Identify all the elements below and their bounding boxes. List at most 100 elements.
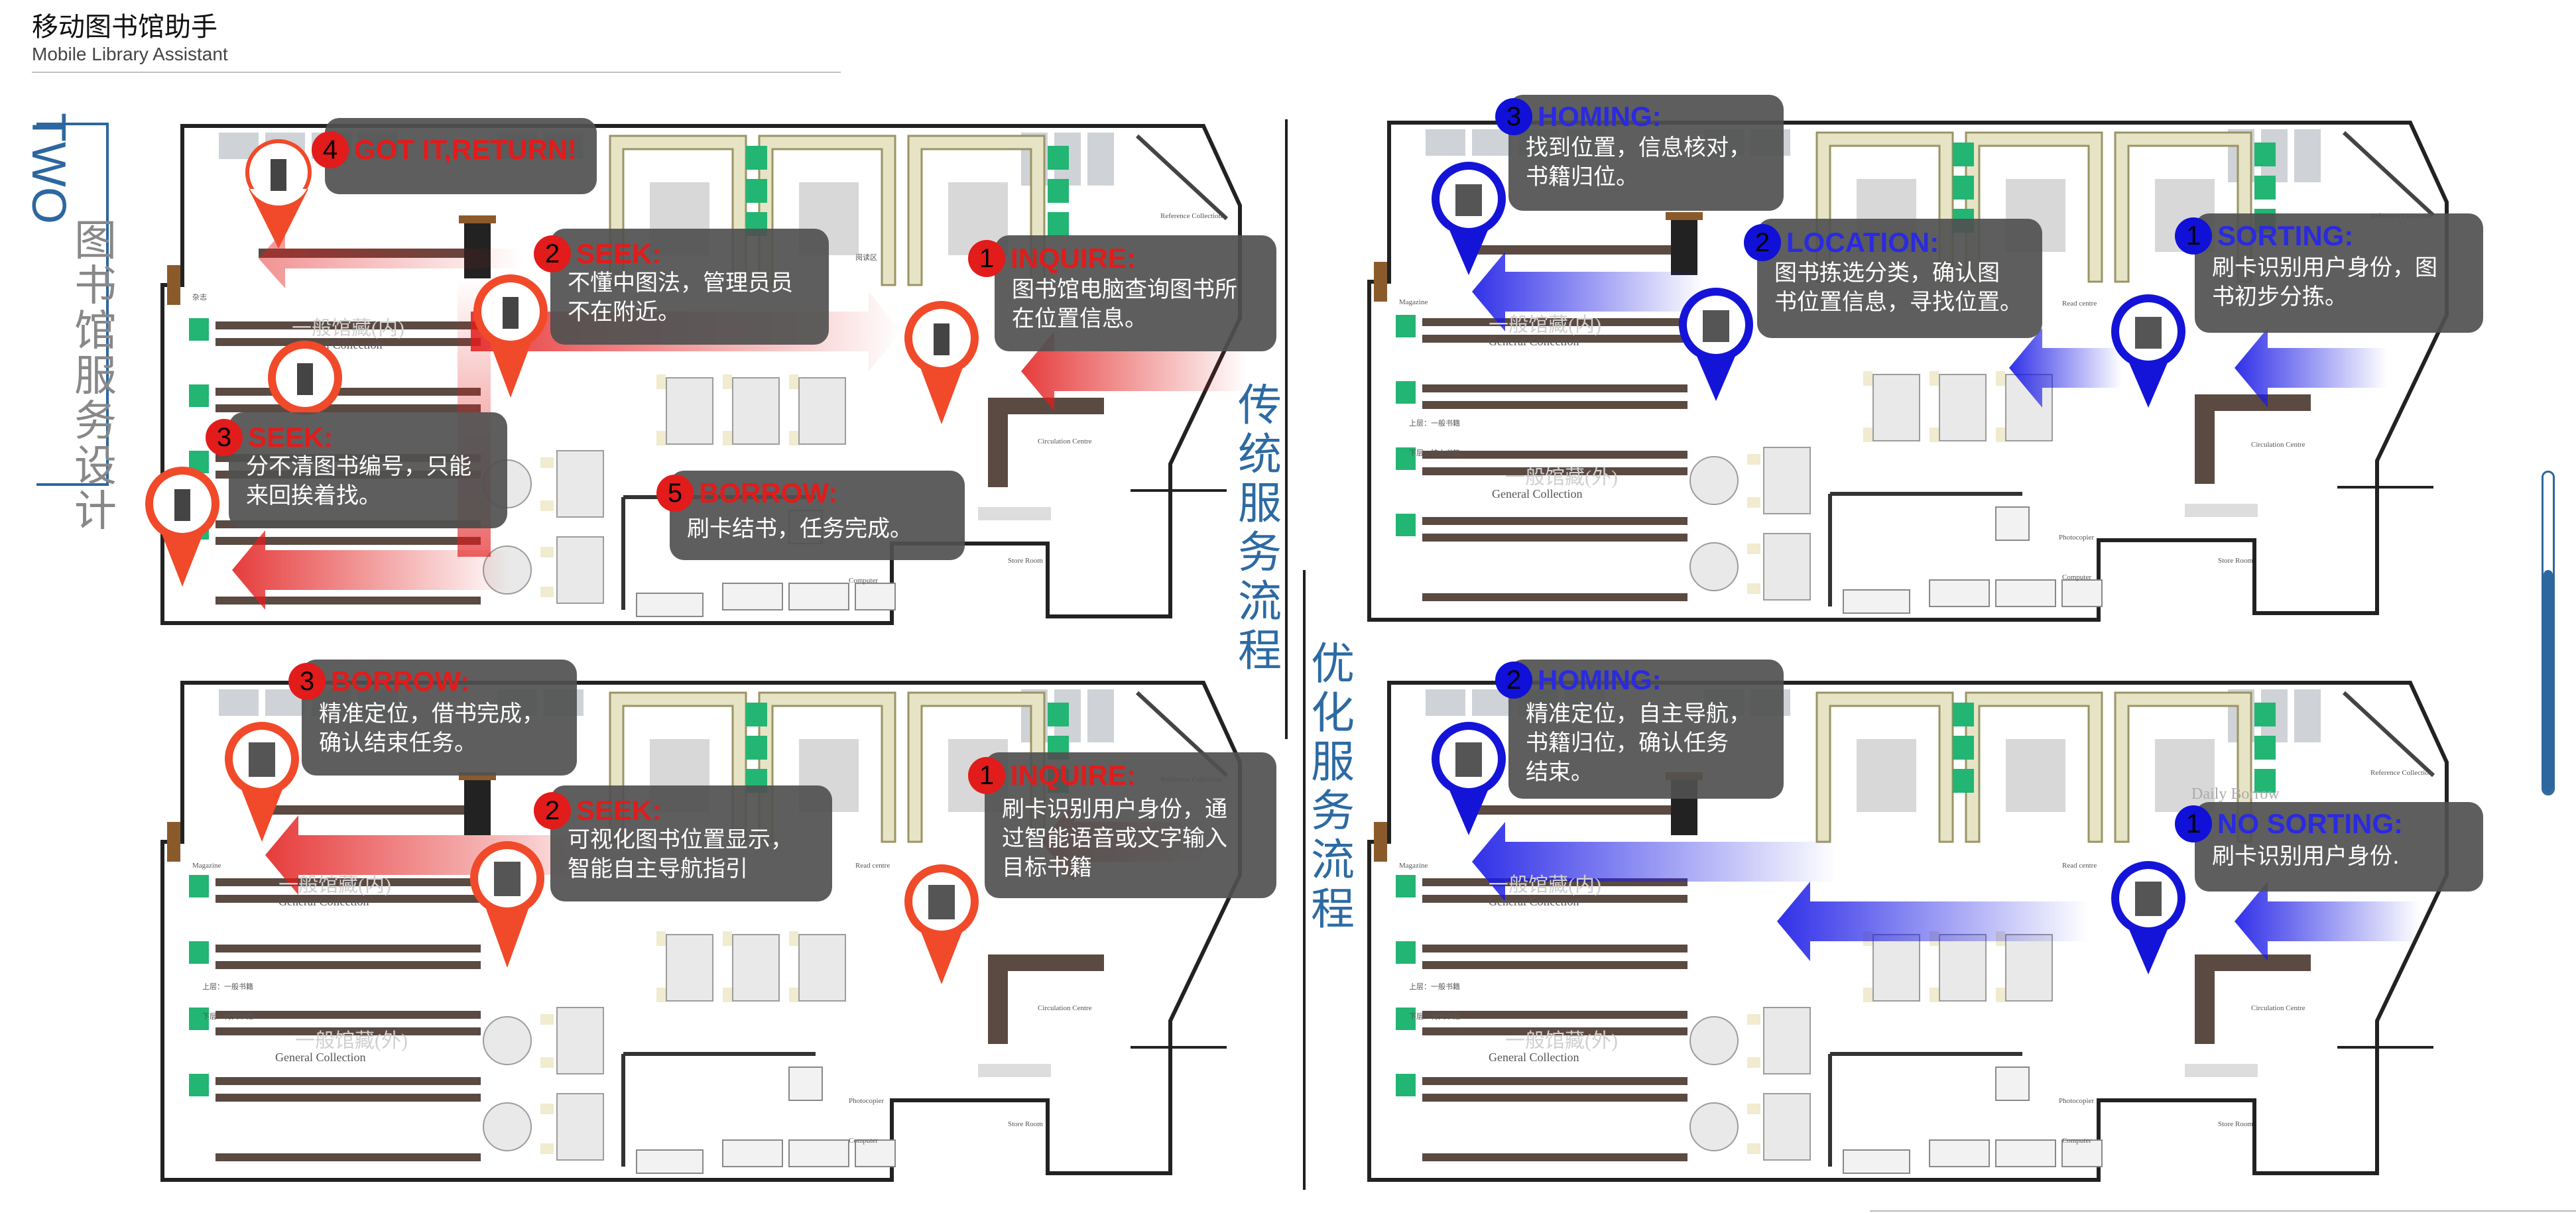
bl-read-centre-label: Read centre bbox=[855, 862, 890, 870]
br-computer-label: Computer bbox=[2062, 1137, 2091, 1145]
tr-shelf-up-label: 上层：一般书籍 bbox=[1409, 420, 1460, 428]
br-general-en-label: General Collection bbox=[1489, 895, 1579, 908]
bubble-tr-1: 刷卡识别用户身份，图 书初步分拣。 bbox=[2195, 213, 2483, 333]
step-number: 3 bbox=[1495, 98, 1532, 135]
page-scrollbar-track[interactable] bbox=[2542, 471, 2555, 795]
bl-shelf-down-label: 下层：特大书籍 bbox=[202, 1013, 253, 1021]
step-number: 1 bbox=[2175, 805, 2212, 842]
step-text: 分不清图书编号，只能 来回挨着找。 bbox=[246, 453, 471, 509]
step-bl-3: 3 BORROW: bbox=[288, 663, 469, 700]
step-text: 精准定位，自主导航， 书籍归位，确认任务 结束。 bbox=[1526, 701, 1751, 785]
br-general-outer-label: 一般馆藏(外) bbox=[1505, 1030, 1618, 1052]
page-scrollbar-thumb[interactable] bbox=[2544, 570, 2553, 793]
tl-circulation-label: Circulation Centre bbox=[1038, 437, 1092, 445]
br-shelf-up-label: 上层：一般书籍 bbox=[1409, 983, 1460, 991]
panel-optimized-return-2 bbox=[1359, 676, 2486, 1193]
bl-general-en-label: General Collection bbox=[278, 895, 369, 908]
step-number: 2 bbox=[534, 235, 571, 272]
br-shelf-down-label: 下层：特大书籍 bbox=[1409, 1013, 1460, 1021]
bl-general-inner-label: 一般馆藏(内) bbox=[278, 874, 391, 896]
bubble-br-1: 刷卡识别用户身份. bbox=[2195, 802, 2483, 892]
tr-general-inner-label: 一般馆藏(内) bbox=[1489, 314, 1601, 336]
br-store-label: Store Room bbox=[2218, 1120, 2253, 1128]
tr-shelf-down-label: 下层：特大书籍 bbox=[1409, 449, 1460, 457]
bubble-bl-3: 精准定位，借书完成， 确认结束任务。 bbox=[302, 660, 577, 776]
br-general-en-label-2: General Collection bbox=[1489, 1051, 1579, 1064]
step-tr-3: 3 HOMING: bbox=[1495, 98, 1662, 135]
tl-read-centre-label: 阅读区 bbox=[855, 254, 877, 262]
step-text: 不懂中图法，管理员员 不在附近。 bbox=[568, 270, 793, 325]
br-circulation-label: Circulation Centre bbox=[2251, 1004, 2305, 1012]
step-tl-5: 5 BORROW: bbox=[656, 475, 837, 512]
tl-general-inner-label: 一般馆藏(内) bbox=[292, 318, 404, 339]
vertical-divider-bottom bbox=[1303, 570, 1306, 1190]
panel-optimized-return bbox=[1359, 116, 2486, 633]
step-label: BORROW: bbox=[331, 665, 470, 697]
pin-tl-4 bbox=[245, 139, 312, 249]
step-text: 找到位置，信息核对， 书籍归位。 bbox=[1526, 135, 1751, 190]
bubble-tr-2: 图书拣选分类，确认图 书位置信息，寻找位置。 bbox=[1757, 219, 2042, 338]
bl-magazine-label: Magazine bbox=[192, 862, 221, 870]
br-photocopier-label: Photocopier bbox=[2059, 1097, 2095, 1105]
pin-bl-2 bbox=[470, 841, 544, 968]
bubble-tr-3: 找到位置，信息核对， 书籍归位。 bbox=[1508, 95, 1784, 211]
br-daily-borrow-label: Daily Borrow bbox=[2191, 785, 2280, 803]
pin-tl-3a bbox=[268, 341, 342, 415]
bl-computer-label: Computer bbox=[849, 1137, 878, 1145]
br-magazine-label: Magazine bbox=[1399, 862, 1428, 870]
step-text: 精准定位，借书完成， 确认结束任务。 bbox=[319, 701, 544, 756]
bubble-tl-4 bbox=[325, 118, 597, 194]
bl-photocopier-label: Photocopier bbox=[849, 1097, 885, 1105]
br-general-inner-label: 一般馆藏(内) bbox=[1489, 874, 1601, 896]
section-number: TWO bbox=[22, 113, 75, 224]
step-tr-2: 2 LOCATION: bbox=[1744, 224, 1939, 261]
tr-general-outer-label: 一般馆藏(外) bbox=[1505, 467, 1618, 489]
floorplan-traditional-borrow bbox=[153, 119, 1247, 636]
bubble-bl-2: 可视化图书位置显示， 智能自主导航指引 bbox=[550, 785, 832, 901]
app-subtitle: Mobile Library Assistant bbox=[32, 44, 228, 64]
step-tl-4: 4 GOT IT,RETURN! bbox=[312, 131, 577, 168]
step-label: GOT IT,RETURN! bbox=[354, 134, 577, 165]
step-label: INQUIRE: bbox=[1011, 760, 1136, 791]
step-text: 图书拣选分类，确认图 书位置信息，寻找位置。 bbox=[1774, 260, 2022, 316]
floorplan-optimized-return bbox=[1359, 116, 2486, 633]
step-label: HOMING: bbox=[1538, 101, 1662, 132]
tl-store-label: Store Room bbox=[1008, 557, 1043, 565]
tr-magazine-label: Magazine bbox=[1399, 298, 1428, 306]
step-text: 刷卡识别用户身份，通 过智能语音或文字输入 目标书籍 bbox=[1002, 796, 1227, 881]
step-text: 刷卡识别用户身份，图 书初步分拣。 bbox=[2212, 255, 2437, 310]
step-tl-2: 2 SEEK: bbox=[534, 235, 661, 272]
bubble-tl-1: 图书馆电脑查询图书所 在位置信息。 bbox=[995, 235, 1276, 351]
bl-circulation-label: Circulation Centre bbox=[1038, 1004, 1092, 1012]
tr-read-centre-label: Read centre bbox=[2062, 300, 2097, 308]
step-br-2: 2 HOMING: bbox=[1495, 662, 1662, 699]
step-label: LOCATION: bbox=[1786, 227, 1939, 258]
step-label: HOMING: bbox=[1538, 664, 1662, 695]
pin-br-2 bbox=[1432, 722, 1506, 835]
tr-store-label: Store Room bbox=[2218, 557, 2253, 565]
bubble-br-2: 精准定位，自主导航， 书籍归位，确认任务 结束。 bbox=[1508, 660, 1784, 799]
step-label: SORTING: bbox=[2217, 220, 2354, 251]
header-divider bbox=[32, 72, 841, 73]
pin-tr-2 bbox=[1679, 288, 1753, 401]
tr-circulation-label: Circulation Centre bbox=[2251, 441, 2305, 449]
footer-divider bbox=[1870, 1210, 2576, 1212]
bl-shelf-up-label: 上层：一般书籍 bbox=[202, 983, 253, 991]
tr-photocopier-label: Photocopier bbox=[2059, 534, 2095, 542]
bubble-tl-3: 分不清图书编号，只能 来回挨着找。 bbox=[229, 412, 507, 528]
step-label: BORROW: bbox=[699, 477, 838, 508]
pin-bl-1 bbox=[904, 864, 979, 984]
step-label: NO SORTING: bbox=[2217, 808, 2403, 839]
step-label: SEEK: bbox=[576, 238, 662, 269]
app-title: 移动图书馆助手 bbox=[32, 12, 217, 42]
bl-store-label: Store Room bbox=[1008, 1120, 1043, 1128]
tr-general-en-label-2: General Collection bbox=[1492, 487, 1583, 500]
pin-bl-3 bbox=[225, 722, 299, 842]
vertical-divider-top bbox=[1285, 119, 1288, 739]
br-reference-label: Reference Collection bbox=[2370, 769, 2433, 777]
step-br-1: 1 NO SORTING: bbox=[2175, 805, 2403, 842]
step-number: 1 bbox=[2175, 217, 2212, 255]
br-read-centre-label: Read centre bbox=[2062, 862, 2097, 870]
step-label: SEEK: bbox=[248, 422, 334, 453]
pin-tl-1 bbox=[904, 301, 979, 424]
